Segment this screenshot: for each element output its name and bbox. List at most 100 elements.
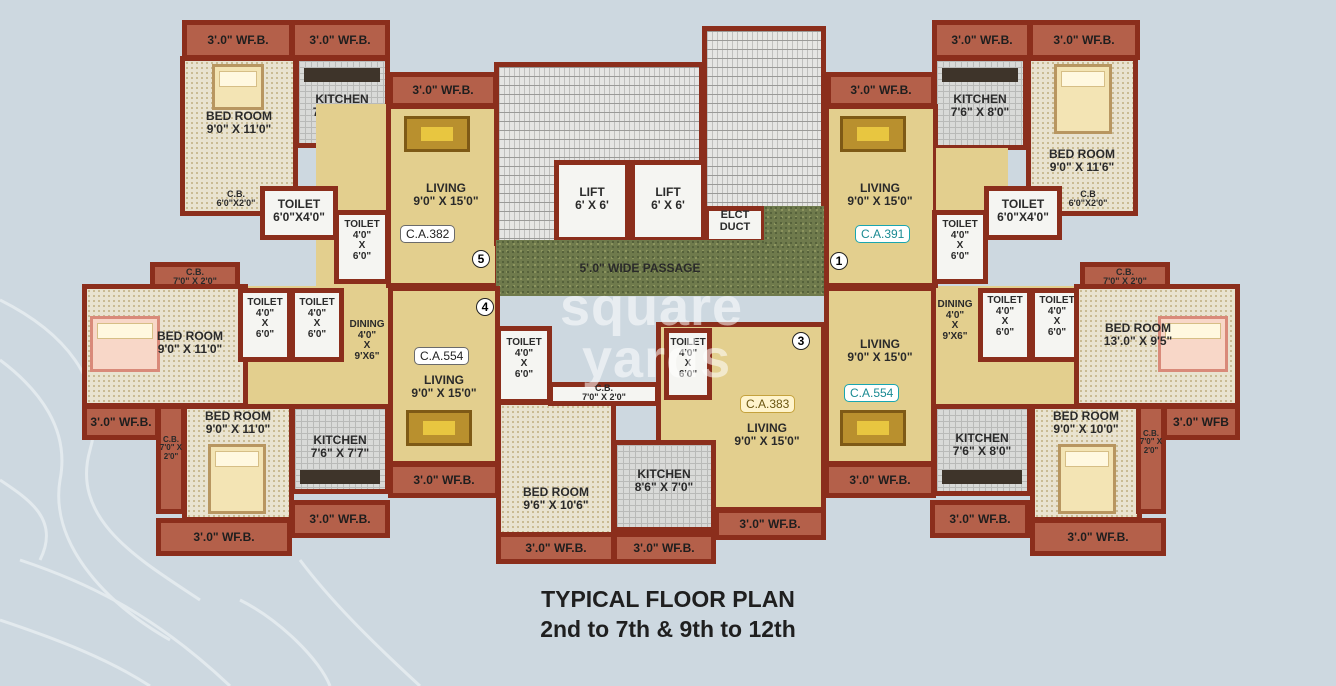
wfb-label: 3'.0" WF.B. <box>309 512 371 526</box>
bed-icon <box>1058 444 1116 514</box>
carpet-area-badge: C.A.554 <box>414 347 470 365</box>
toilet-label: TOILET 4'0" X 6'0" <box>344 219 380 262</box>
sofa-icon <box>404 116 470 152</box>
cb-label: C.B. 7'0" X 2'0" <box>159 435 183 461</box>
cb-right-bottom <box>1136 404 1166 514</box>
sofa-icon <box>840 116 906 152</box>
kitchen-label: KITCHEN 7'6" X 8'0" <box>950 92 1010 119</box>
cb-label: C.B. 6'0"X2'0" <box>216 189 256 209</box>
bed-icon <box>1158 316 1228 372</box>
toilet-right-mid-a <box>978 288 1032 362</box>
flat-number-badge: 5 <box>472 250 490 268</box>
kitchen-counter <box>304 68 380 82</box>
kitchen-label: KITCHEN 8'6" X 7'0" <box>634 467 694 494</box>
wfb-top-left-3: 3'.0" WF.B. <box>388 72 498 108</box>
bedroom-right-mid <box>1074 284 1240 408</box>
wfb-label: 3'.0" WF.B. <box>1067 530 1129 544</box>
cb-label: C.B. 7'0" X 2'0" <box>1139 429 1163 455</box>
watermark-square: square <box>560 277 744 337</box>
wfb-right-bottom-4: 3'.0" WF.B. <box>1030 518 1166 556</box>
carpet-area-badge: C.A.382 <box>400 225 456 243</box>
flat-number-badge: 3 <box>792 332 810 350</box>
wfb-center-2: 3'.0" WF.B. <box>612 532 716 564</box>
bedroom-label: BED ROOM 9'0" X 11'6" <box>1049 147 1115 174</box>
bedroom-label: BED ROOM 9'0" X 11'0" <box>157 329 223 356</box>
wfb-label: 3'.0" WFB <box>1173 415 1229 429</box>
wfb-label: 3'.0" WF.B. <box>413 473 475 487</box>
bed-icon <box>1054 64 1112 134</box>
dining-label: DINING 4'0" X 9'X6" <box>349 319 385 362</box>
wfb-right-bottom-1: 3'.0" WF.B. <box>824 462 936 498</box>
wfb-label: 3'.0" WF.B. <box>207 33 269 47</box>
wide-passage <box>496 240 826 296</box>
wfb-top-right-1: 3'.0" WF.B. <box>932 20 1032 60</box>
passage-right <box>764 206 826 246</box>
plan-subtitle: 2nd to 7th & 9th to 12th <box>540 616 796 642</box>
toilet-top-left-a <box>260 186 338 240</box>
toilet-left-mid-a <box>238 288 292 362</box>
staircase-right <box>702 26 826 216</box>
flat-number-badge: 1 <box>830 252 848 270</box>
toilet-left-mid-b <box>290 288 344 362</box>
toilet-label: TOILET 4'0" X 6'0" <box>987 295 1023 338</box>
living-label: LIVING 9'0" X 15'0" <box>411 373 477 400</box>
wfb-label: 3'.0" WF.B. <box>309 33 371 47</box>
wfb-right-bottom-3: 3'.0" WFB <box>1162 404 1240 440</box>
wfb-right-bottom-2: 3'.0" WF.B. <box>930 500 1030 538</box>
wfb-label: 3'.0" WF.B. <box>633 541 695 555</box>
kitchen-label: KITCHEN 7'6" X 8'0" <box>952 431 1012 458</box>
toilet-top-left-b <box>334 210 390 284</box>
living-label: LIVING 9'0" X 15'0" <box>847 337 913 364</box>
wfb-left-bottom-2: 3'.0" WF.B. <box>156 518 292 556</box>
wfb-label: 3'.0" WF.B. <box>193 530 255 544</box>
toilet-label: TOILET 4'0" X 6'0" <box>299 297 335 340</box>
living-label: LIVING 9'0" X 15'0" <box>413 181 479 208</box>
toilet-top-right-b <box>932 210 988 284</box>
wfb-top-left-2: 3'.0" WF.B. <box>290 20 390 60</box>
wfb-left-bottom-4: 3'.0" WF.B. <box>388 462 500 498</box>
toilet-top-right-a <box>984 186 1062 240</box>
bedroom-label: BED ROOM 9'0" X 11'0" <box>206 109 272 136</box>
cb-label: C.B 6'0"X2'0" <box>1068 189 1108 209</box>
wfb-label: 3'.0" WF.B. <box>739 517 801 531</box>
bed-icon <box>208 444 266 514</box>
wfb-label: 3'.0" WF.B. <box>850 83 912 97</box>
wfb-label: 3'.0" WF.B. <box>412 83 474 97</box>
kitchen-counter <box>942 68 1018 82</box>
lift-1 <box>554 160 630 242</box>
sofa-icon <box>406 410 472 446</box>
lift-2 <box>630 160 706 242</box>
wfb-center-3: 3'.0" WF.B. <box>714 508 826 540</box>
wfb-left-bottom: 3'.0" WF.B. <box>82 404 160 440</box>
bed-icon <box>90 316 160 372</box>
bedroom-center <box>496 400 616 540</box>
wfb-top-right-2: 3'.0" WF.B. <box>1028 20 1140 60</box>
bed-icon <box>212 64 264 110</box>
toilet-label: TOILET 4'0" X 6'0" <box>1039 295 1075 338</box>
kitchen-center <box>612 440 716 532</box>
passage-label: 5'.0" WIDE PASSAGE <box>579 261 701 275</box>
cb-label: C.B. 7'0" X 2'0" <box>582 383 626 403</box>
carpet-area-badge: C.A.383 <box>740 395 796 413</box>
cb-label: C.B. 7'0" X 2'0" <box>173 267 217 287</box>
carpet-area-badge: C.A.554 <box>844 384 900 402</box>
bedroom-label: BED ROOM 9'6" X 10'6" <box>523 485 589 512</box>
elct-duct-label: ELCT DUCT <box>719 209 751 233</box>
lift-label: LIFT 6' X 6' <box>651 185 685 212</box>
living-label: LIVING 9'0" X 15'0" <box>734 421 800 448</box>
wfb-top-left-1: 3'.0" WF.B. <box>182 20 294 60</box>
bedroom-label: BED ROOM 13'.0" X 9'5" <box>1103 321 1173 348</box>
cb-label: C.B. 7'0" X 2'0" <box>1103 267 1147 287</box>
sofa-icon <box>840 410 906 446</box>
dining-label: DINING 4'0" X 9'X6" <box>937 299 973 342</box>
wfb-label: 3'.0" WF.B. <box>951 33 1013 47</box>
wfb-label: 3'.0" WF.B. <box>525 541 587 555</box>
lift-label: LIFT 6' X 6' <box>575 185 609 212</box>
wfb-label: 3'.0" WF.B. <box>1053 33 1115 47</box>
toilet-center-2 <box>664 328 712 400</box>
toilet-label: TOILET 6'0"X4'0" <box>997 197 1049 224</box>
watermark-yards: yards <box>582 329 732 389</box>
toilet-label: TOILET 4'0" X 6'0" <box>670 337 706 380</box>
toilet-label: TOILET 4'0" X 6'0" <box>942 219 978 262</box>
